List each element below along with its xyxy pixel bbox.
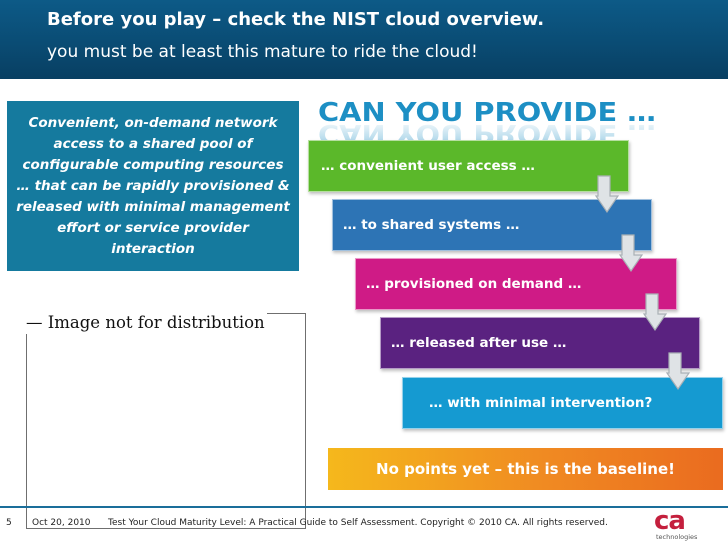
down-arrow-icon [594,175,620,214]
down-arrow-icon [642,293,668,332]
can-you-provide-banner: CAN YOU PROVIDE … CAN YOU PROVIDE … [318,98,656,140]
slide-number: 5 [6,518,12,528]
step-provisioned-on-demand: … provisioned on demand … [355,258,677,310]
footer-date: Oct 20, 2010 [32,518,91,528]
logo-mark: ca [654,506,686,536]
step-minimal-intervention: … with minimal intervention? [402,377,723,429]
nist-definition-text: Convenient, on-demand network access to … [16,114,290,257]
down-arrow-icon [618,234,644,273]
step-shared-systems: … to shared systems … [332,199,652,251]
banner-text: CAN YOU PROVIDE … [318,98,656,128]
step-label: … provisioned on demand … [366,276,582,292]
footer-divider [0,506,728,508]
image-placeholder-label: — Image not for distribution [26,313,267,334]
footer-copyright: Test Your Cloud Maturity Level: A Practi… [108,518,608,528]
step-label: … released after use … [391,335,567,351]
step-label: … convenient user access … [321,158,535,174]
slide-title: Before you play – check the NIST cloud o… [47,9,545,30]
image-placeholder [26,313,306,529]
down-arrow-icon [665,352,691,391]
ca-technologies-logo: ca technologies [652,506,698,544]
slide-subtitle: you must be at least this mature to ride… [47,42,478,62]
step-released-after-use: … released after use … [380,317,700,369]
step-convenient-user-access: … convenient user access … [308,140,629,192]
nist-definition-box: Convenient, on-demand network access to … [7,101,299,271]
step-label: … with minimal intervention? [429,395,653,411]
slide-header: Before you play – check the NIST cloud o… [0,0,728,79]
logo-wordmark: technologies [656,533,698,541]
banner-reflection: CAN YOU PROVIDE … [318,118,656,140]
baseline-text: No points yet – this is the baseline! [376,460,675,478]
step-label: … to shared systems … [343,217,520,233]
baseline-callout: No points yet – this is the baseline! [328,448,723,490]
